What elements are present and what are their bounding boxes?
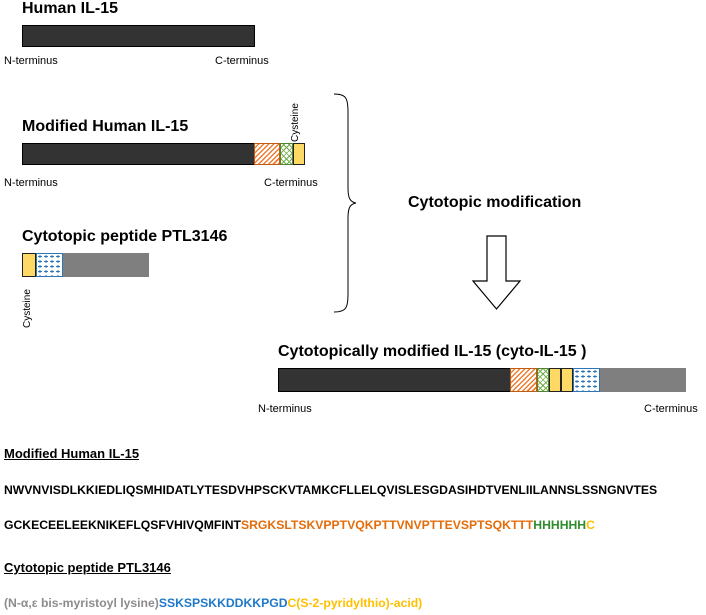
sequence-peptide-part: SSKSPSKKDDKKPGD (158, 596, 288, 610)
human-il15-title: Human IL-15 (22, 0, 119, 17)
sequence-cysteine-acid-part: C(S-2-pyridylthio)-acid) (287, 596, 423, 610)
peptide-sequence-line: (N-α,ε bis-myristoyl lysine)SSKSPSKKDDKK… (4, 596, 422, 610)
his-tag-segment (280, 143, 293, 165)
modified-il15-bar (22, 143, 255, 165)
human-n-terminus-label: N-terminus (4, 55, 58, 67)
sequence-myristoyl-part: (N-α,ε bis-myristoyl lysine) (4, 596, 159, 610)
cyto-his-tag-segment (537, 368, 549, 392)
peptide-title: Cytotopic peptide PTL3146 (22, 228, 228, 245)
modified-n-terminus-label: N-terminus (4, 177, 58, 189)
grouping-brace (333, 93, 357, 313)
down-arrow-icon (472, 235, 522, 310)
modified-sequence-line-1: NWVNVISDLKKIEDLIQSMHIDATLYTESDVHPSCKVTAM… (4, 483, 658, 497)
peptide-segment (36, 253, 63, 277)
cysteine-segment (293, 143, 305, 165)
cyto-il15-title: Cytotopically modified IL-15 (cyto-IL-15… (278, 343, 587, 360)
cyto-linker-segment (510, 368, 537, 392)
sequence-his-tag-part: HHHHHH (533, 518, 587, 532)
peptide-cysteine-segment (22, 253, 36, 277)
sequence-linker-part: SRGKSLTSKVPPTVQKPTTVNVPTTEVSPTSQKTTT (241, 518, 534, 532)
myristoyl-segment (63, 253, 149, 277)
peptide-sequence-heading: Cytotopic peptide PTL3146 (4, 560, 171, 575)
modified-sequence-line-2: GCKECEELEEKNIKEFLQSFVHIVQMFINTSRGKSLTSKV… (4, 518, 595, 532)
modified-sequence-heading: Modified Human IL-15 (4, 446, 140, 461)
peptide-cysteine-label: Cysteine (22, 289, 33, 328)
cyto-cysteine-segment-2 (561, 368, 573, 392)
linker-segment (254, 143, 280, 165)
cyto-peptide-segment (573, 368, 600, 392)
modified-cysteine-label: Cysteine (290, 103, 301, 142)
cyto-n-terminus-label: N-terminus (258, 403, 312, 415)
modified-c-terminus-label: C-terminus (264, 177, 318, 189)
cytotopic-modification-label: Cytotopic modification (408, 194, 582, 211)
cyto-cysteine-segment-1 (549, 368, 561, 392)
cyto-il15-bar (278, 368, 511, 392)
sequence-cysteine-part: C (586, 518, 595, 532)
cyto-myristoyl-segment (600, 368, 686, 392)
human-c-terminus-label: C-terminus (215, 55, 269, 67)
sequence-il15-part: GCKECEELEEKNIKEFLQSFVHIVQMFINT (4, 518, 241, 532)
modified-il15-title: Modified Human IL-15 (22, 118, 189, 135)
cyto-c-terminus-label: C-terminus (644, 403, 698, 415)
human-il15-bar (22, 25, 255, 47)
